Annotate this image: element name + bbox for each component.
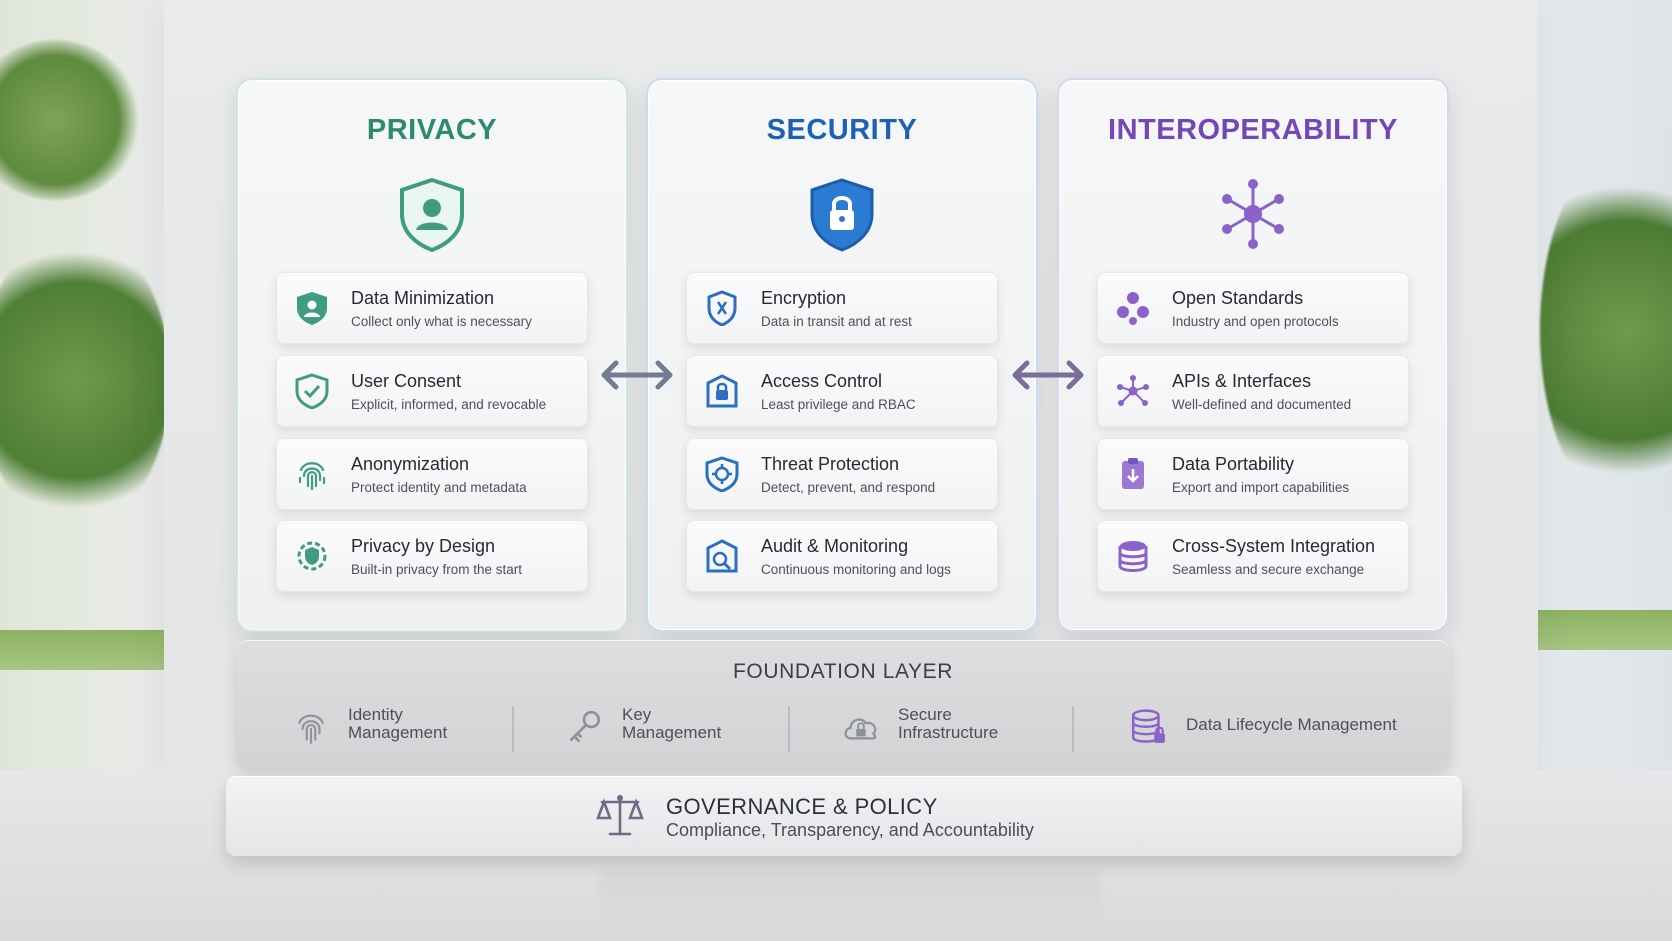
card-user-consent[interactable]: User Consent Explicit, informed, and rev… [276, 355, 588, 427]
lawn [1538, 610, 1672, 650]
lawn [0, 630, 164, 670]
card-threat-protection[interactable]: Threat Protection Detect, prevent, and r… [686, 438, 998, 510]
floor-reflection [600, 870, 1100, 930]
card-subtitle: Built-in privacy from the start [351, 562, 523, 577]
database-stack-icon [1118, 541, 1148, 572]
panel-title: INTEROPERABILITY [1108, 114, 1398, 146]
card-title: User Consent [351, 371, 462, 391]
shield-user-icon [400, 177, 464, 252]
security-panel: SECURITY Encryption Data in transit and … [646, 78, 1038, 632]
card-open-standards[interactable]: Open Standards Industry and open protoco… [1097, 272, 1409, 344]
card-title: Data Portability [1172, 454, 1295, 474]
card-data-portability[interactable]: Data Portability Export and import capab… [1097, 438, 1409, 510]
divider [512, 706, 514, 752]
label-line: Infrastructure [898, 723, 999, 742]
encryption-shield-icon [707, 290, 737, 326]
card-title: Anonymization [351, 454, 470, 474]
card-title: Threat Protection [761, 454, 900, 474]
card-subtitle: Explicit, informed, and revocable [351, 397, 547, 412]
shield-user-icon [297, 292, 327, 325]
shield-lock-icon [810, 178, 874, 252]
network-hub-icon [1222, 179, 1284, 249]
governance-layer: GOVERNANCE & POLICY Compliance, Transpar… [226, 776, 1462, 856]
network-icon [1117, 375, 1149, 406]
card-encryption[interactable]: Encryption Data in transit and at rest [686, 272, 998, 344]
card-title: Encryption [761, 288, 847, 308]
card-audit-monitoring[interactable]: Audit & Monitoring Continuous monitoring… [686, 520, 998, 592]
card-subtitle: Well-defined and documented [1172, 397, 1352, 412]
card-subtitle: Continuous monitoring and logs [761, 562, 951, 577]
card-subtitle: Industry and open protocols [1172, 314, 1339, 329]
fingerprint-icon [298, 462, 326, 491]
card-subtitle: Seamless and secure exchange [1172, 562, 1365, 577]
card-title: Data Minimization [351, 288, 495, 308]
card-subtitle: Collect only what is necessary [351, 314, 532, 329]
tree-foliage [1540, 150, 1672, 510]
scales-icon [596, 794, 644, 836]
card-title: Privacy by Design [351, 536, 496, 556]
key-icon [569, 710, 601, 743]
tree-foliage [0, 40, 140, 200]
card-title: APIs & Interfaces [1172, 371, 1312, 391]
gear-shield-icon [297, 541, 327, 571]
card-subtitle: Export and import capabilities [1172, 480, 1350, 495]
card-title: Audit & Monitoring [761, 536, 909, 556]
label-line: Management [622, 723, 722, 742]
panel-title: PRIVACY [366, 114, 498, 146]
panel-title: SECURITY [766, 114, 918, 146]
divider [788, 706, 790, 752]
label-line: Management [348, 723, 448, 742]
cloud-lock-icon [844, 718, 877, 740]
card-title: Access Control [761, 371, 883, 391]
card-anonymization[interactable]: Anonymization Protect identity and metad… [276, 438, 588, 510]
governance-subtitle: Compliance, Transparency, and Accountabi… [666, 820, 1034, 840]
label-line: Identity [348, 705, 403, 724]
audit-lock-icon [706, 539, 738, 573]
card-privacy-by-design[interactable]: Privacy by Design Built-in privacy from … [276, 520, 588, 592]
card-subtitle: Data in transit and at rest [761, 314, 912, 329]
card-access-control[interactable]: Access Control Least privilege and RBAC [686, 355, 998, 427]
card-subtitle: Least privilege and RBAC [761, 397, 916, 412]
card-subtitle: Detect, prevent, and respond [761, 480, 936, 495]
card-data-minimization[interactable]: Data Minimization Collect only what is n… [276, 272, 588, 344]
foundation-title: FOUNDATION LAYER [732, 660, 953, 683]
label-line: Key [622, 705, 652, 724]
interoperability-panel: INTEROPERABILITY Open Standards Industry… [1057, 78, 1449, 632]
shield-check-icon [295, 373, 329, 409]
access-lock-icon [706, 374, 738, 408]
foundation-label: Data Lifecycle Management [1186, 716, 1397, 734]
card-title: Open Standards [1172, 288, 1304, 308]
nodes-icon [1117, 292, 1149, 325]
portable-doc-icon [1122, 458, 1144, 489]
card-subtitle: Protect identity and metadata [351, 480, 527, 495]
privacy-panel: PRIVACY Data Minimization Collect only w… [236, 78, 628, 632]
card-cross-system-integration[interactable]: Cross-System Integration Seamless and se… [1097, 520, 1409, 592]
label-line: Secure [898, 705, 952, 724]
double-arrow-icon [1012, 360, 1084, 390]
tree-foliage [0, 230, 170, 530]
threat-shield-icon [705, 456, 739, 492]
database-lock-icon [1131, 709, 1165, 743]
card-title: Cross-System Integration [1172, 536, 1376, 556]
fingerprint-icon [298, 714, 324, 744]
governance-title: GOVERNANCE & POLICY [666, 794, 938, 819]
card-apis-interfaces[interactable]: APIs & Interfaces Well-defined and docum… [1097, 355, 1409, 427]
double-arrow-icon [601, 360, 673, 390]
divider [1072, 706, 1074, 752]
label-line: Data Lifecycle Management [1186, 715, 1397, 734]
